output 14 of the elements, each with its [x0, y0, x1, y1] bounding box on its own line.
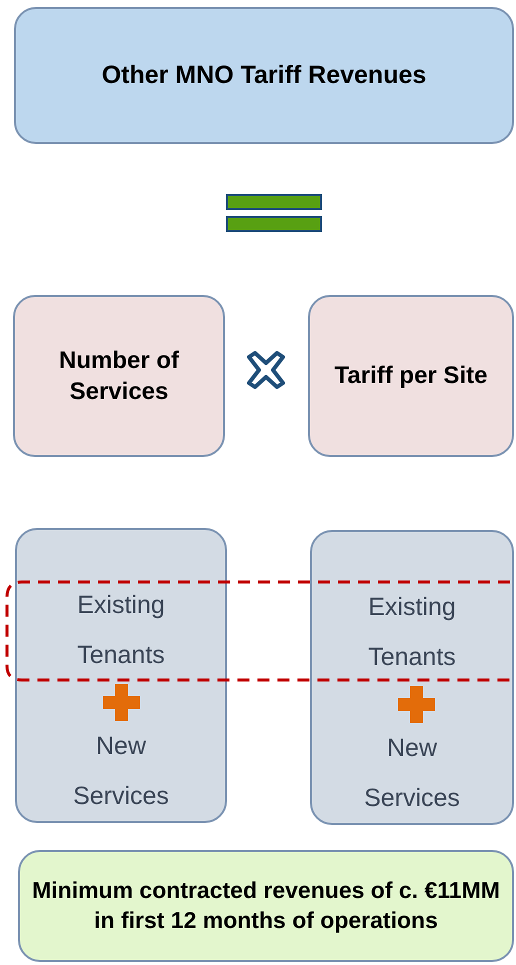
component-box — [15, 528, 227, 823]
factor-box — [308, 295, 514, 457]
box-label: Tariff per Site — [334, 361, 488, 392]
total-box — [14, 7, 514, 144]
factor-box — [13, 295, 225, 457]
component-label: New Services — [72, 731, 170, 812]
component-box — [310, 530, 514, 825]
component-label: Existing Tenants — [367, 592, 457, 673]
component-label: New Services — [363, 733, 461, 814]
box-label: Other MNO Tariff Revenues — [102, 60, 426, 92]
component-label: Existing Tenants — [76, 590, 166, 671]
box-label: Minimum contracted revenues of c. €11MM in first 12 months of operations — [31, 876, 501, 935]
box-label: Number of Services — [58, 346, 180, 407]
note-box — [18, 850, 514, 962]
